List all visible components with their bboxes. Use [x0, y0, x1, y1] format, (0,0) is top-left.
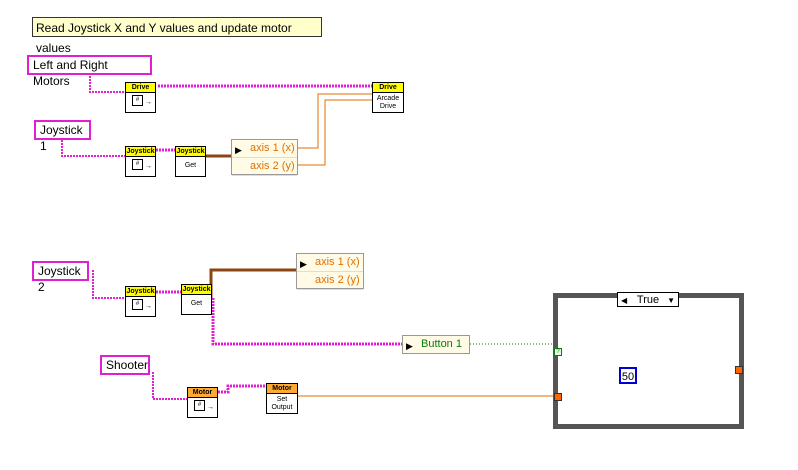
ref-shooter[interactable]: Shooter	[100, 355, 150, 375]
vi-header: Motor	[267, 384, 297, 394]
vi-header: Joystick	[182, 285, 211, 295]
arcade-drive-vi[interactable]: Drive Arcade Drive	[372, 82, 404, 113]
refnum-icon: #	[132, 159, 143, 170]
joystick1-get-vi[interactable]: Joystick Get	[175, 146, 206, 177]
case-output-tunnel[interactable]	[735, 366, 743, 374]
wire-motors-ref	[89, 70, 128, 93]
vi-header: Drive	[126, 83, 155, 93]
unbundle-arrow-icon: ▶	[235, 145, 242, 155]
vi-body-line1: Set	[276, 396, 288, 403]
wire-axis2-arcade	[297, 99, 372, 166]
vi-body-line2: Drive	[379, 103, 397, 110]
wire-joy2-cluster2	[211, 298, 403, 346]
vi-header: Joystick	[126, 287, 155, 297]
refnum-icon: #	[132, 299, 143, 310]
vi-header: Drive	[373, 83, 403, 93]
wire-motor-refnum	[218, 384, 266, 394]
refnum-icon: #	[132, 95, 143, 106]
motor-set-output-vi[interactable]: Motor Set Output	[266, 383, 298, 414]
refnum-icon: #	[194, 400, 205, 411]
button1-output: Button 1	[421, 338, 462, 350]
numeric-constant[interactable]: 50	[619, 367, 637, 384]
vi-body-line2: Output	[271, 404, 293, 411]
wire-shooter-ref	[152, 372, 188, 400]
joystick2-get-vi[interactable]: Joystick Get	[181, 284, 212, 315]
vi-body-line1: Get	[184, 162, 197, 169]
case-selector-terminal[interactable]: ?	[554, 348, 562, 356]
axis1-x-output: axis 1 (x)	[297, 254, 363, 272]
arrow-icon: →	[207, 404, 214, 411]
vi-body-line1: Arcade	[376, 95, 400, 102]
vi-body-line1: Get	[190, 300, 203, 307]
unbundle-arrow-icon: ▶	[300, 259, 307, 269]
wire-joy2-ref	[92, 270, 126, 299]
joystick1-refnum-vi[interactable]: Joystick # →	[125, 146, 156, 177]
wire-joy2-cluster1	[209, 268, 296, 298]
wire-axis1-arcade	[297, 93, 372, 149]
vi-header: Joystick	[176, 147, 205, 157]
case-structure[interactable]	[553, 293, 744, 429]
ref-left-right-motors[interactable]: Left and Right Motors	[27, 55, 152, 88]
arrow-icon: →	[145, 303, 152, 310]
unbundle-joystick1[interactable]: ▶ axis 1 (x) axis 2 (y)	[231, 139, 298, 176]
arrow-icon: →	[145, 163, 152, 170]
motor-refnum-vi[interactable]: Motor # →	[187, 387, 218, 418]
axis1-x-output: axis 1 (x)	[232, 140, 297, 158]
case-selector-label: True	[636, 294, 660, 306]
ref-joystick-1[interactable]: Joystick 1	[34, 120, 91, 153]
drive-refnum-vi[interactable]: Drive # →	[125, 82, 156, 113]
case-input-tunnel[interactable]	[554, 393, 562, 401]
decrement-icon[interactable]: ◀	[621, 296, 628, 305]
joystick2-refnum-vi[interactable]: Joystick # →	[125, 286, 156, 317]
ref-joystick-2[interactable]: Joystick 2	[32, 261, 89, 294]
unbundle-arrow-icon: ▶	[406, 341, 413, 351]
wire-joy1-ref	[61, 137, 126, 157]
arrow-icon: →	[145, 99, 152, 106]
vi-header: Joystick	[126, 147, 155, 157]
unbundle-button[interactable]: ▶ Button 1	[402, 335, 470, 354]
axis2-y-output: axis 2 (y)	[297, 272, 363, 290]
vi-header: Motor	[188, 388, 217, 398]
comment-label: Read Joystick X and Y values and update …	[32, 17, 322, 55]
unbundle-joystick2[interactable]: ▶ axis 1 (x) axis 2 (y)	[296, 253, 364, 290]
dropdown-icon[interactable]: ▼	[667, 296, 675, 305]
axis2-y-output: axis 2 (y)	[232, 158, 297, 176]
case-selector[interactable]: ◀ True ▼	[617, 292, 679, 307]
